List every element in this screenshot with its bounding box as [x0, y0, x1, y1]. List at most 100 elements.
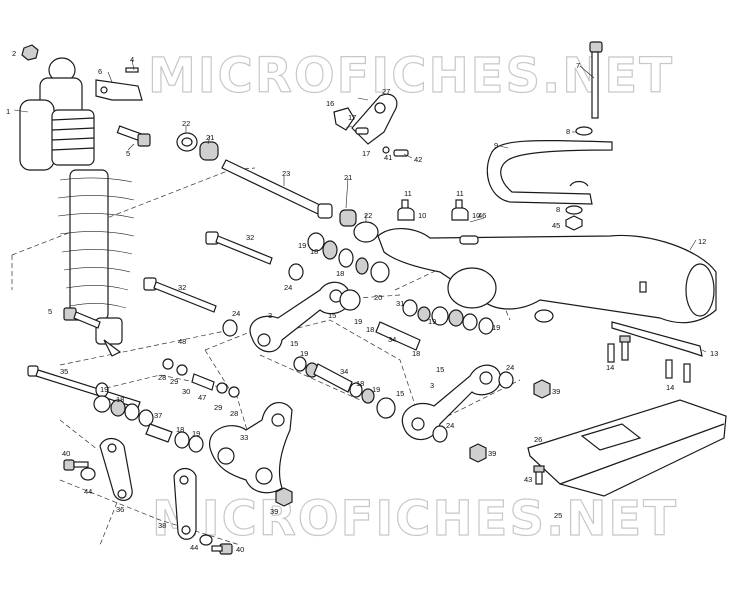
callout-26: 26: [534, 435, 542, 444]
callout-32-upper: 32: [246, 233, 254, 242]
callout-34-a: 34: [388, 335, 396, 344]
clip-10-11-left: [397, 199, 415, 221]
callout-18-a: 18: [310, 247, 318, 256]
callout-24-c: 24: [446, 421, 454, 430]
callout-27: 27: [382, 87, 390, 96]
small-parts-28-29-30-47: [162, 358, 240, 398]
callout-6: 6: [98, 67, 102, 76]
swingarm-12: [377, 228, 717, 324]
callout-24-a: 24: [284, 283, 292, 292]
rocker-33: [209, 402, 293, 494]
spacer-22-right: [353, 221, 379, 243]
bolt-32-upper: [205, 231, 273, 265]
callout-5-upper: 5: [126, 149, 130, 158]
callout-5-lower: 5: [48, 307, 52, 316]
callout-1: 1: [6, 107, 10, 116]
bolt-40-a: [63, 459, 89, 471]
callout-19-d: 19: [492, 323, 500, 332]
axle-23: [221, 159, 333, 219]
callout-28-b: 28: [230, 409, 238, 418]
bolt-7: [589, 41, 603, 119]
callout-38: 38: [158, 521, 166, 530]
bolt-14-b: [607, 343, 615, 363]
callout-9: 9: [494, 141, 498, 150]
callout-21-left: 21: [206, 133, 214, 142]
callout-19-g: 19: [300, 349, 308, 358]
bolt-5-upper: [116, 125, 151, 147]
bolt-14-a: [619, 335, 631, 361]
callout-15-a: 15: [328, 311, 336, 320]
callout-25: 25: [554, 511, 562, 520]
callout-15-b: 15: [290, 339, 298, 348]
swingarm-bearing-stack-left: [307, 232, 390, 311]
callout-41: 41: [384, 153, 392, 162]
callout-22-left: 22: [182, 119, 190, 128]
callout-8-lower: 8: [556, 205, 560, 214]
callout-30: 30: [182, 387, 190, 396]
skid-plate-25: [527, 399, 727, 497]
spacer-24-d: [498, 371, 514, 389]
nut-2: [21, 44, 39, 61]
bracket-36: [99, 437, 133, 501]
callout-23: 23: [282, 169, 290, 178]
callout-28-a: 28: [158, 373, 166, 382]
bracket-6: [95, 79, 143, 101]
bushing-21-right: [339, 209, 357, 227]
callout-17-b: 17: [362, 149, 370, 158]
callout-46: 46: [478, 211, 486, 220]
bracket-38: [173, 467, 197, 540]
callout-44-left: 44: [84, 487, 92, 496]
callout-4: 4: [130, 55, 134, 64]
callout-32-lower: 32: [178, 283, 186, 292]
watermark-bottom: MICROFICHES.NET: [152, 491, 678, 547]
callout-29-a: 29: [170, 377, 178, 386]
nut-39-b: [469, 443, 487, 463]
callout-35: 35: [60, 367, 68, 376]
chain-slider-9: [486, 139, 613, 205]
callout-11-left: 11: [404, 189, 412, 198]
washer-44-a: [80, 467, 96, 481]
callout-39-a: 39: [552, 387, 560, 396]
callout-19-c: 19: [428, 317, 436, 326]
callout-36: 36: [116, 505, 124, 514]
callout-18-b: 18: [336, 269, 344, 278]
bolt-40-b: [211, 543, 233, 555]
callout-40-right: 40: [236, 545, 244, 554]
callout-18-g: 18: [356, 379, 364, 388]
shock-absorber: [19, 57, 135, 357]
bolt-35: [27, 365, 141, 409]
callout-19-h: 19: [372, 385, 380, 394]
washer-44-b: [199, 534, 213, 546]
callout-48: 48: [178, 337, 186, 346]
callout-10-left: 10: [418, 211, 426, 220]
callout-11-right: 11: [456, 189, 464, 198]
callout-22-right: 22: [364, 211, 372, 220]
callout-45: 45: [552, 221, 560, 230]
callout-42: 42: [414, 155, 422, 164]
callout-17-a: 17: [348, 113, 356, 122]
spacer-24-c: [432, 425, 448, 443]
callout-24-d: 24: [506, 363, 514, 372]
callout-13: 13: [710, 349, 718, 358]
callout-20: 20: [374, 293, 382, 302]
clip-10-11-right: [451, 199, 469, 221]
callout-37: 37: [154, 411, 162, 420]
callout-34-b: 34: [340, 367, 348, 376]
brake-bracket-27: [333, 93, 409, 157]
callout-7: 7: [576, 61, 580, 70]
spacer-24-b: [222, 319, 238, 337]
callout-8-upper: 8: [566, 127, 570, 136]
callout-15-c: 15: [396, 389, 404, 398]
linkage-bearing-stack-left: [93, 382, 204, 453]
callout-2: 2: [12, 49, 16, 58]
callout-14-left: 14: [606, 363, 614, 372]
callout-29-b: 29: [214, 403, 222, 412]
callout-44-right: 44: [190, 543, 198, 552]
callout-21-right: 21: [344, 173, 352, 182]
callout-18-c: 18: [366, 325, 374, 334]
callout-18-e: 18: [116, 395, 124, 404]
screw-4: [125, 67, 139, 73]
callout-labels: 1 2 3 3 4 5 5 6 7 8 8 9 10 10 11 11 12 1…: [6, 49, 718, 554]
callout-15-d: 15: [436, 365, 444, 374]
